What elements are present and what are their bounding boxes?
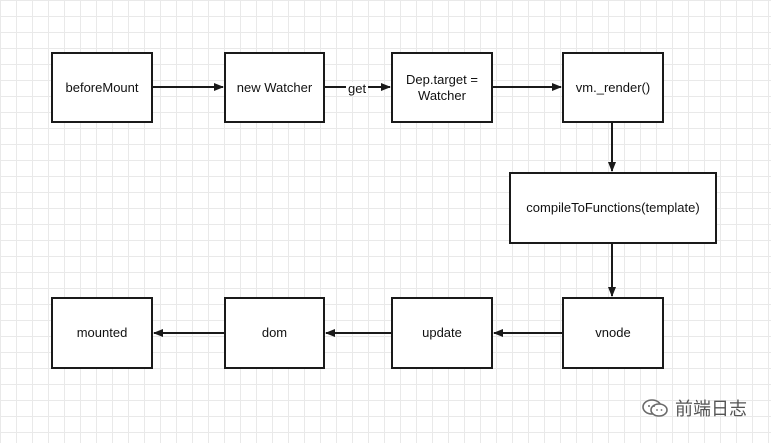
node-dep-target-line1: Dep.target = <box>406 71 478 87</box>
watermark: 前端日志 <box>641 395 747 421</box>
node-vm-render: vm._render() <box>562 52 664 123</box>
node-vnode: vnode <box>562 297 664 369</box>
watermark-text: 前端日志 <box>675 399 747 419</box>
node-dom: dom <box>224 297 325 369</box>
node-update: update <box>391 297 493 369</box>
node-before-mount-label: beforeMount <box>65 79 139 95</box>
node-new-watcher-label: new Watcher <box>236 79 313 95</box>
node-dep-target: Dep.target = Watcher <box>391 52 493 123</box>
wechat-icon <box>642 399 668 417</box>
node-new-watcher: new Watcher <box>224 52 325 123</box>
node-dom-label: dom <box>261 325 288 340</box>
edge-label-get: get <box>346 81 369 96</box>
node-mounted: mounted <box>51 297 153 369</box>
node-compile-to-functions: compileToFunctions(template) <box>509 172 717 244</box>
node-before-mount: beforeMount <box>51 52 153 123</box>
node-vm-render-label: vm._render() <box>575 79 651 95</box>
node-update-label: update <box>422 325 462 340</box>
node-mounted-label: mounted <box>76 325 128 340</box>
node-dep-target-line2: Watcher <box>418 87 466 103</box>
node-compile-to-functions-label: compileToFunctions(template) <box>526 200 700 215</box>
node-vnode-label: vnode <box>595 325 631 340</box>
